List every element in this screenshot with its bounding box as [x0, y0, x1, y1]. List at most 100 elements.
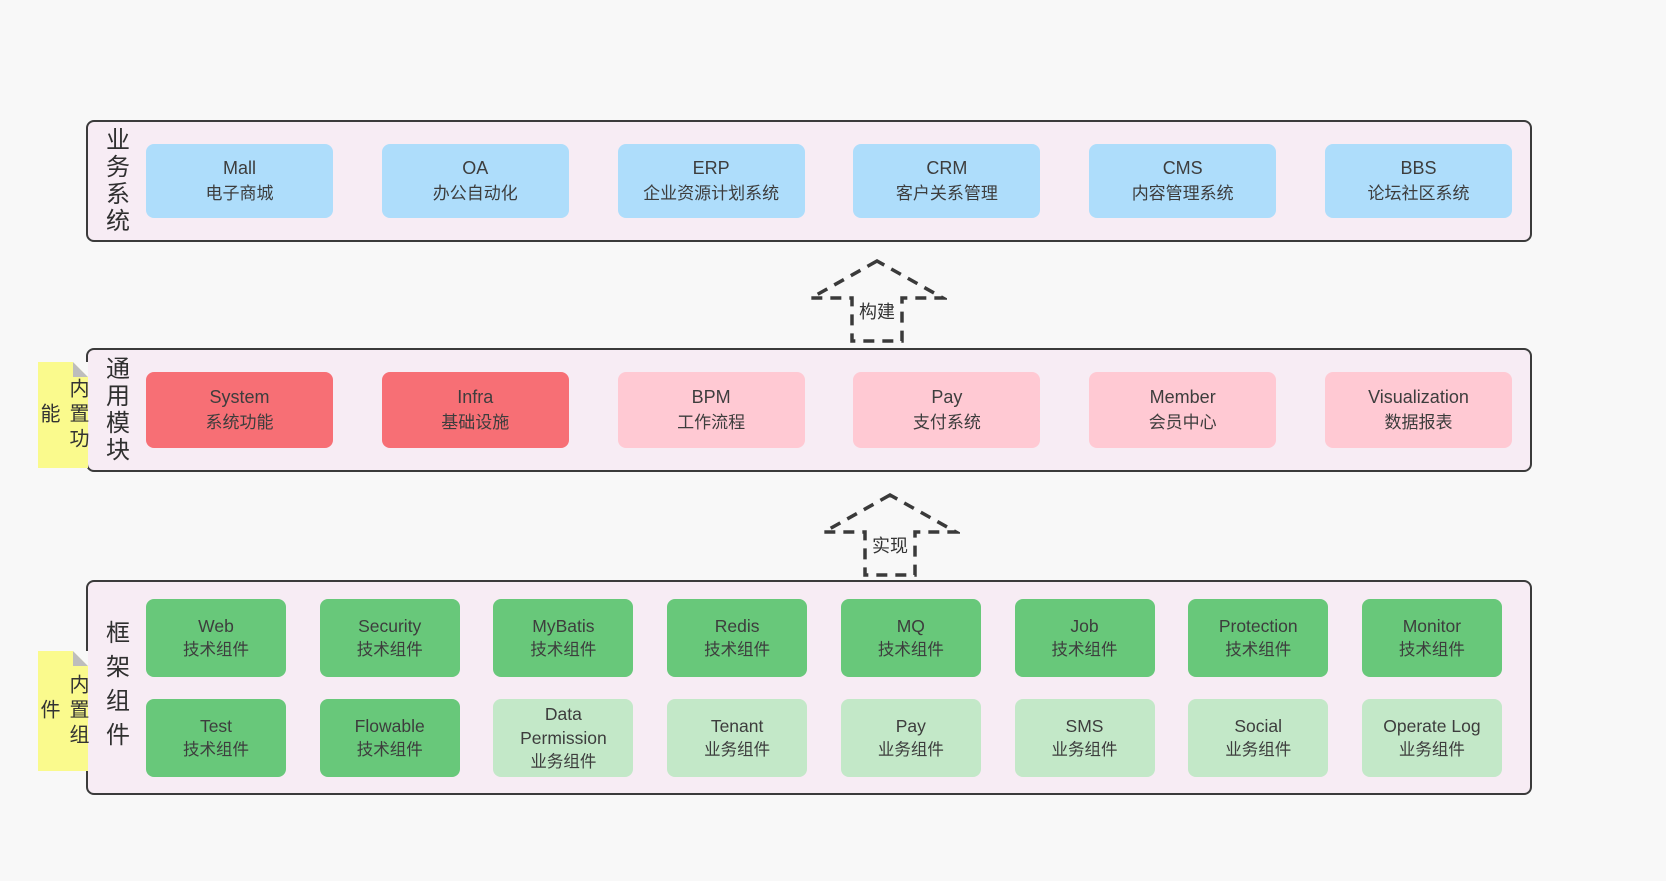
- box-subtitle: 会员中心: [1148, 413, 1217, 432]
- box-name: ERP: [692, 158, 730, 178]
- band-common-modules: 通用模块 System 系统功能 Infra 基础设施 BPM 工作流程 Pay…: [37, 348, 1532, 472]
- box-name: Data Permission: [520, 703, 607, 748]
- box-subtitle: 技术组件: [1225, 640, 1292, 659]
- sticky-note-built-in-features: 内置功能: [37, 362, 88, 468]
- box-name: SMS: [1065, 715, 1104, 736]
- box-name: Pay: [931, 387, 963, 407]
- box-name: Social: [1234, 715, 1283, 736]
- box-subtitle: 业务组件: [1225, 740, 1292, 759]
- box-oa: OA 办公自动化: [381, 144, 569, 218]
- box-name: Member: [1149, 387, 1216, 407]
- box-social: Social 业务组件: [1188, 698, 1329, 777]
- box-test: Test 技术组件: [146, 698, 286, 777]
- box-crm: CRM 客户关系管理: [853, 144, 1041, 218]
- box-name: Mall: [222, 158, 256, 178]
- box-security: Security 技术组件: [319, 598, 460, 677]
- sticky-note-built-in-components: 内置组件: [37, 651, 88, 771]
- box-redis: Redis 技术组件: [667, 598, 808, 677]
- sticky-note-label: 内置组件: [37, 673, 88, 749]
- box-name: Tenant: [710, 715, 764, 736]
- box-name: Pay: [895, 715, 926, 736]
- box-subtitle: 论坛社区系统: [1367, 184, 1470, 203]
- band-framework-components: 框架组件 Web 技术组件 Security 技术组件 MyBatis 技术组件…: [37, 580, 1532, 795]
- box-subtitle: 客户关系管理: [895, 184, 998, 203]
- box-pay: Pay 支付系统: [853, 372, 1041, 448]
- box-system: System 系统功能: [146, 372, 333, 448]
- box-subtitle: 技术组件: [183, 740, 249, 759]
- box-job: Job 技术组件: [1014, 598, 1155, 677]
- implement-arrow: 实现: [820, 492, 960, 578]
- box-subtitle: 技术组件: [530, 640, 597, 659]
- box-name: BPM: [691, 387, 731, 407]
- box-mall: Mall 电子商城: [146, 144, 333, 218]
- box-name: Test: [199, 715, 233, 736]
- box-cms: CMS 内容管理系统: [1089, 144, 1277, 218]
- box-subtitle: 技术组件: [356, 640, 423, 659]
- box-name: Flowable: [354, 715, 425, 736]
- box-subtitle: 企业资源计划系统: [643, 184, 780, 203]
- business-systems-row: Mall 电子商城 OA 办公自动化 ERP 企业资源计划系统 CRM 客户关系…: [146, 144, 1512, 218]
- box-name: Protection: [1218, 615, 1298, 636]
- box-name: System: [209, 387, 270, 407]
- box-subtitle: 业务组件: [530, 752, 597, 771]
- box-protection: Protection 技术组件: [1188, 598, 1329, 677]
- box-subtitle: 电子商城: [205, 184, 274, 203]
- box-name: Web: [198, 615, 234, 636]
- box-name: OA: [462, 158, 489, 178]
- box-name: Redis: [714, 615, 760, 636]
- box-subtitle: 技术组件: [183, 640, 249, 659]
- box-subtitle: 技术组件: [1398, 640, 1465, 659]
- box-flowable: Flowable 技术组件: [319, 698, 460, 777]
- box-name: MyBatis: [532, 615, 595, 636]
- box-subtitle: 工作流程: [677, 413, 746, 432]
- box-data-permission: Data Permission 业务组件: [493, 698, 634, 777]
- box-member: Member 会员中心: [1089, 372, 1277, 448]
- box-name: Job: [1070, 615, 1099, 636]
- box-subtitle: 数据报表: [1384, 413, 1453, 432]
- box-subtitle: 办公自动化: [432, 184, 518, 203]
- box-mybatis: MyBatis 技术组件: [493, 598, 634, 677]
- box-pay: Pay 业务组件: [840, 698, 981, 777]
- box-subtitle: 技术组件: [704, 640, 771, 659]
- box-erp: ERP 企业资源计划系统: [617, 144, 805, 218]
- box-web: Web 技术组件: [146, 598, 286, 677]
- box-subtitle: 业务组件: [877, 740, 944, 759]
- box-visualization: Visualization 数据报表: [1324, 372, 1512, 448]
- box-sms: SMS 业务组件: [1014, 698, 1155, 777]
- box-name: CMS: [1162, 158, 1203, 178]
- framework-tech-row: Web 技术组件 Security 技术组件 MyBatis 技术组件 Redi…: [146, 598, 1502, 677]
- box-bbs: BBS 论坛社区系统: [1324, 144, 1512, 218]
- box-name: Monitor: [1402, 615, 1462, 636]
- box-subtitle: 内容管理系统: [1131, 184, 1234, 203]
- band-label-common-modules: 通用模块: [101, 356, 129, 464]
- box-operate-log: Operate Log 业务组件: [1361, 698, 1502, 777]
- box-subtitle: 技术组件: [356, 740, 423, 759]
- band-business-systems: 业务系统 Mall 电子商城 OA 办公自动化 ERP 企业资源计划系统 CRM…: [86, 120, 1532, 242]
- box-bpm: BPM 工作流程: [617, 372, 805, 448]
- band-label-business-systems: 业务系统: [101, 127, 129, 235]
- box-subtitle: 技术组件: [877, 640, 944, 659]
- box-subtitle: 业务组件: [1398, 740, 1465, 759]
- build-arrow-label: 构建: [857, 298, 897, 324]
- box-tenant: Tenant 业务组件: [667, 698, 808, 777]
- sticky-note-label: 内置功能: [37, 377, 88, 453]
- box-name: Visualization: [1368, 387, 1469, 407]
- box-infra: Infra 基础设施: [381, 372, 569, 448]
- framework-biz-row: Test 技术组件 Flowable 技术组件 Data Permission …: [146, 698, 1502, 777]
- implement-arrow-label: 实现: [870, 532, 910, 558]
- common-modules-row: System 系统功能 Infra 基础设施 BPM 工作流程 Pay 支付系统…: [146, 372, 1512, 448]
- box-subtitle: 业务组件: [1051, 740, 1118, 759]
- box-name: MQ: [896, 615, 925, 636]
- box-name: BBS: [1400, 158, 1437, 178]
- box-subtitle: 业务组件: [704, 740, 771, 759]
- box-name: Infra: [457, 387, 494, 407]
- box-name: Operate Log: [1383, 715, 1481, 736]
- box-subtitle: 系统功能: [205, 413, 274, 432]
- box-subtitle: 支付系统: [912, 413, 981, 432]
- box-monitor: Monitor 技术组件: [1361, 598, 1502, 677]
- build-arrow: 构建: [807, 258, 947, 344]
- box-name: Security: [358, 615, 422, 636]
- band-label-framework-components: 框架组件: [101, 619, 129, 756]
- box-subtitle: 基础设施: [441, 413, 510, 432]
